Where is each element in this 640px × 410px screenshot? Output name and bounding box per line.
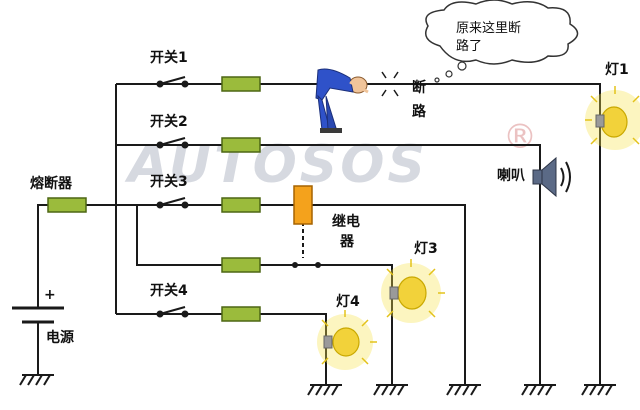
lamp-3-icon: [381, 259, 445, 323]
relay-label-line2: 器: [339, 234, 355, 250]
fuse-branch1: [221, 76, 261, 92]
battery-plus-label: +: [44, 287, 56, 303]
ground-relay-branch: [446, 384, 481, 396]
switch1-label: 开关1: [150, 49, 188, 66]
relay-label-line1: 继电: [332, 213, 360, 230]
fuse-branch3: [221, 197, 261, 213]
switch-4: [156, 306, 189, 318]
watermark-registered-mark: ®: [503, 117, 537, 157]
horn-label: 喇叭: [497, 167, 525, 184]
break-label-char1: 断: [412, 79, 426, 96]
technician-icon: [315, 68, 402, 133]
switch4-label: 开关4: [150, 282, 188, 299]
switches: [156, 76, 321, 318]
ground-lamp1: [581, 384, 616, 396]
thought-text-line2: 路了: [456, 38, 482, 54]
lamp-1-icon: [585, 86, 640, 150]
lamp-4-icon: [317, 310, 377, 370]
switch3-label: 开关3: [150, 173, 188, 190]
lamp1-label: 灯1: [605, 61, 629, 78]
switch-2: [156, 137, 189, 149]
battery-symbol: [12, 306, 64, 324]
ground-horn: [521, 384, 556, 396]
relay-branch-wire: [136, 205, 393, 385]
fuse-relay-branch: [221, 257, 261, 273]
fuses: [47, 76, 261, 322]
ground-battery: [19, 374, 54, 386]
ground-symbols: [19, 374, 616, 396]
fuse-branch2: [221, 137, 261, 153]
relay-switch: [292, 262, 321, 268]
branch1-wire: [116, 83, 601, 385]
horn-icon: [532, 156, 571, 198]
break-label-char2: 路: [412, 103, 427, 120]
lamp4-label: 灯4: [336, 293, 360, 310]
ground-lamp4: [307, 384, 342, 396]
branch4-wire: [116, 313, 327, 385]
thought-text-line1: 原来这里断: [456, 20, 521, 36]
main-fuse: [47, 197, 87, 213]
fuse-supply-wire: [37, 204, 116, 308]
switch-3: [156, 197, 189, 209]
power-label: 电源: [46, 329, 74, 346]
lamp3-label: 灯3: [414, 240, 438, 257]
switch-1: [156, 76, 189, 88]
switch2-label: 开关2: [150, 113, 188, 130]
fuse-label: 熔断器: [30, 175, 73, 192]
ground-lamp3: [373, 384, 408, 396]
fuse-branch4: [221, 306, 261, 322]
relay-coil: [293, 185, 313, 225]
thought-bubble: 原来这里断 路了: [425, 0, 579, 83]
